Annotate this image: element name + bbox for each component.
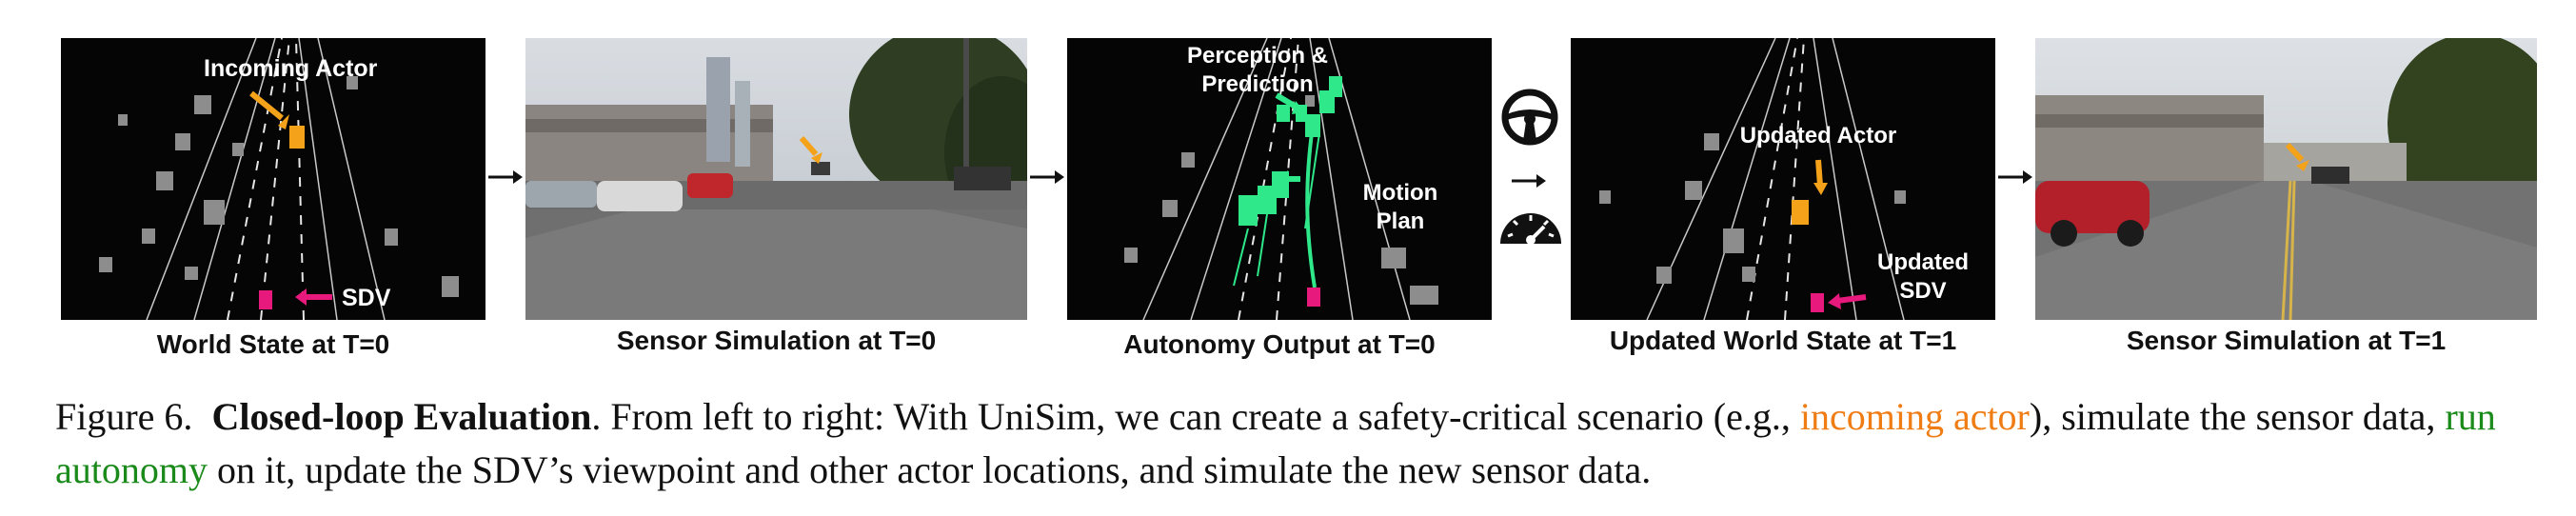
sensor-simulation-t1-panel: [2035, 38, 2537, 320]
perception-label-line1: Perception &: [1187, 43, 1328, 69]
caption-text: . From left to right: With UniSim, we ca…: [591, 395, 1800, 438]
world-state-t0-panel: Incoming Actor SDV: [61, 38, 485, 320]
panel-caption: Autonomy Output at T=0: [1123, 329, 1436, 359]
perception-label-line2: Prediction: [1201, 71, 1313, 97]
panel-caption: Sensor Simulation at T=0: [616, 326, 937, 355]
flow-arrow: [1512, 171, 1546, 190]
speedometer-icon: [1496, 198, 1565, 248]
panel-caption: Updated World State at T=1: [1609, 326, 1957, 355]
flow-arrow: [488, 168, 523, 187]
caption-text: on it, update the SDV’s viewpoint and ot…: [207, 448, 1652, 491]
sdv-label: SDV: [342, 285, 391, 311]
updated-world-state-t1-panel: Updated Actor Updated SDV: [1571, 38, 1995, 320]
panel-caption: World State at T=0: [156, 329, 390, 359]
updated-sdv-label-line1: Updated: [1877, 249, 1969, 275]
caption-text: ), simulate the sensor data,: [2029, 395, 2446, 438]
autonomy-output-t0-panel: Perception & Prediction Motion Plan: [1067, 38, 1492, 320]
figure-caption: Figure 6. Closed-loop Evaluation. From l…: [55, 390, 2530, 497]
figure-title: Closed-loop Evaluation: [211, 395, 592, 438]
steering-wheel-icon: [1500, 88, 1559, 147]
motion-plan-label-line2: Plan: [1377, 208, 1425, 234]
figure-number: Figure 6.: [55, 395, 193, 438]
incoming-actor-label: Incoming Actor: [204, 55, 378, 82]
updated-actor-label: Updated Actor: [1740, 123, 1896, 149]
incoming-actor-highlight: incoming actor: [1799, 395, 2030, 438]
flow-arrow: [1030, 168, 1064, 187]
run-autonomy-highlight: run autonomy: [55, 395, 2496, 491]
flow-arrow: [1998, 168, 2032, 187]
panel-caption: Sensor Simulation at T=1: [2126, 326, 2447, 355]
sensor-simulation-t0-panel: [525, 38, 1027, 320]
updated-sdv-label-line2: SDV: [1899, 278, 1946, 304]
motion-plan-label-line1: Motion: [1363, 180, 1438, 206]
